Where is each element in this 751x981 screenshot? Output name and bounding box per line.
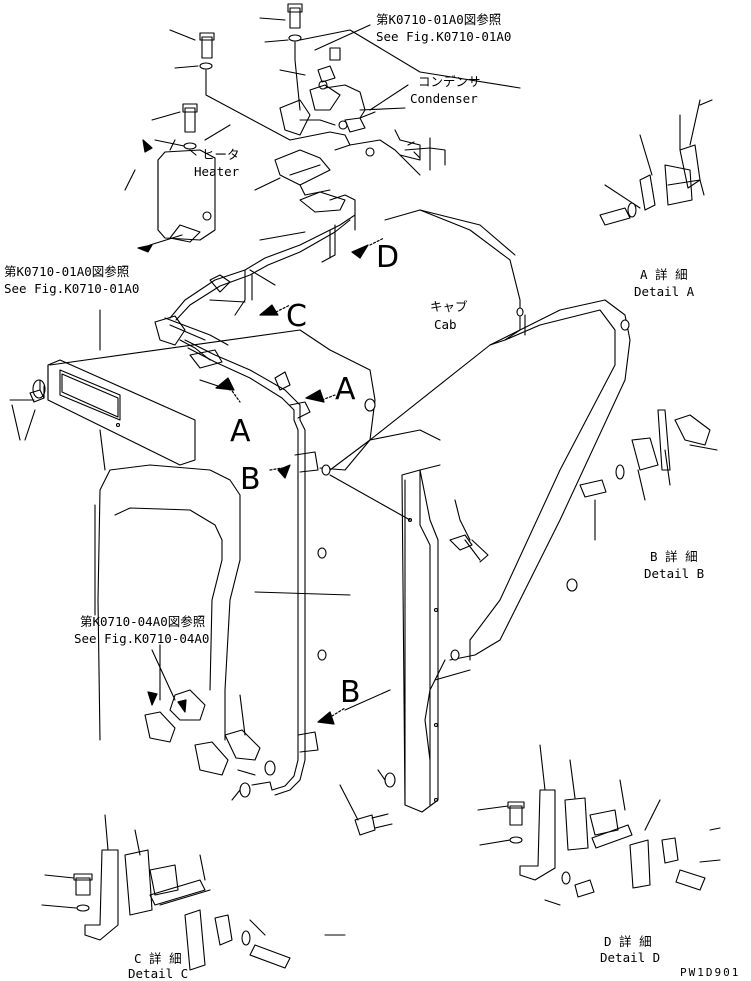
- condenser-lines: [254, 29, 521, 231]
- bolt-lower: [339, 769, 396, 836]
- ref-label-top-en: See Fig.K0710-01A0: [376, 29, 512, 44]
- view-letter-a-left: A: [230, 414, 251, 449]
- view-letter-a-right: A: [335, 372, 356, 407]
- heater-label-en: Heater: [194, 164, 240, 179]
- ref-label-top-jp: 第K0710-01A0図参照: [376, 12, 502, 27]
- detail-a-label-jp: A 詳 細: [640, 267, 688, 282]
- condenser-label-en: Condenser: [410, 91, 478, 106]
- view-arrows: [137, 139, 385, 725]
- top-center-fasteners: [259, 3, 306, 111]
- view-letter-b-lower: B: [340, 675, 361, 710]
- cab-label-jp: キャブ: [430, 299, 468, 314]
- hose-routing: [154, 214, 356, 796]
- leader-lines: [94, 24, 526, 711]
- heater-unit: [157, 139, 216, 243]
- view-letter-d: D: [376, 240, 400, 275]
- condenser-label-jp: コンデンサ: [418, 74, 481, 89]
- detail-a-parts: [599, 99, 713, 226]
- detail-c-label-en: Detail C: [128, 966, 189, 981]
- heater-label-jp: ヒータ: [202, 147, 240, 162]
- cover-panel: [47, 359, 196, 466]
- top-left-fasteners: [151, 29, 291, 156]
- detail-d-parts: [477, 744, 721, 906]
- detail-b-label-en: Detail B: [644, 566, 705, 581]
- pillar-bracket: [329, 469, 489, 813]
- view-letter-c: C: [286, 299, 307, 334]
- ref-label-mid-en: See Fig.K0710-04A0: [74, 631, 210, 646]
- ref-label-mid-jp: 第K0710-04A0図参照: [80, 614, 206, 629]
- ref-label-left-jp: 第K0710-01A0図参照: [4, 264, 130, 279]
- detail-b-label-jp: B 詳 細: [650, 549, 698, 564]
- detail-d-label-jp: D 詳 細: [604, 934, 652, 949]
- bolt-left: [9, 379, 46, 441]
- drawing-code: PW1D901: [680, 966, 741, 979]
- detail-d-label-en: Detail D: [600, 950, 661, 965]
- cab-body: [49, 209, 631, 761]
- cab-label-en: Cab: [434, 317, 457, 332]
- detail-b-parts: [579, 409, 718, 541]
- detail-c-parts: [41, 814, 346, 971]
- grommets: [317, 307, 630, 661]
- detail-a-label-en: Detail A: [634, 284, 695, 299]
- ref-label-left-en: See Fig.K0710-01A0: [4, 281, 140, 296]
- detail-c-label-jp: C 詳 細: [134, 951, 182, 966]
- couplers: [144, 644, 276, 801]
- view-letter-b-upper: B: [240, 462, 261, 497]
